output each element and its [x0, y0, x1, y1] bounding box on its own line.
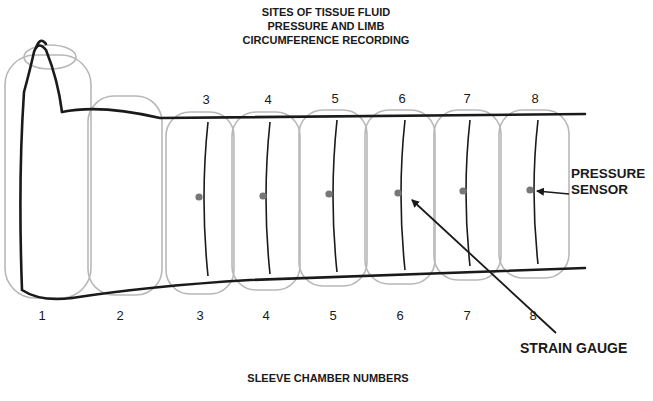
chamber-number: 5 [331, 91, 338, 107]
strain-gauge [466, 120, 470, 266]
chamber-number: 2 [116, 308, 123, 324]
chamber-number: 6 [396, 308, 403, 324]
chamber-number: 6 [398, 91, 405, 107]
chamber-outline [232, 112, 300, 290]
chamber-number: 3 [196, 308, 203, 324]
chamber-outline [299, 110, 367, 286]
pressure-sensor-dot [325, 190, 332, 197]
chamber-outline [499, 110, 569, 278]
pressure-sensors [195, 186, 533, 200]
chamber-outline [365, 110, 435, 284]
chamber-number: 7 [463, 308, 470, 324]
chamber-number: 5 [329, 308, 336, 324]
strain-gauge [401, 120, 405, 270]
strain-gauge-leader [412, 200, 556, 333]
chamber-number: 8 [531, 91, 538, 107]
strain-gauge [204, 122, 208, 276]
foot-outline [20, 45, 72, 299]
leg-bottom-line [72, 268, 585, 298]
chamber-outline [5, 55, 91, 298]
strain-gauge [333, 120, 337, 272]
leg-outline [20, 41, 585, 299]
pressure-sensor-leader [537, 191, 569, 194]
strain-gauge [534, 120, 538, 264]
chamber-number: 4 [264, 92, 271, 108]
chamber-number: 7 [463, 91, 470, 107]
leg-top-line [62, 109, 585, 118]
strain-gauge [266, 122, 270, 274]
sleeve-chambers [5, 45, 569, 298]
pressure-sensor-dot [526, 186, 533, 193]
pressure-sensor-label: PRESSURE SENSOR [571, 166, 649, 198]
pressure-sensor-dot [195, 193, 202, 200]
strain-gauge-label: STRAIN GAUGE [520, 340, 627, 357]
toe-outline [36, 41, 46, 48]
chamber-outline [88, 96, 162, 295]
pressure-sensor-dot [394, 189, 401, 196]
pressure-sensor-dot [259, 192, 266, 199]
chamber-outline [166, 112, 234, 294]
chamber-number: 3 [202, 92, 209, 108]
diagram-caption: SLEEVE CHAMBER NUMBERS [247, 372, 408, 385]
pressure-sensor-dot [459, 187, 466, 194]
strain-gauges [204, 120, 538, 276]
chamber-number: 4 [262, 308, 269, 324]
chamber-outline [434, 110, 501, 280]
chamber-number: 1 [38, 308, 45, 324]
diagram-title: SITES OF TISSUE FLUID PRESSURE AND LIMB … [241, 6, 411, 47]
chamber-number: 8 [529, 308, 536, 324]
